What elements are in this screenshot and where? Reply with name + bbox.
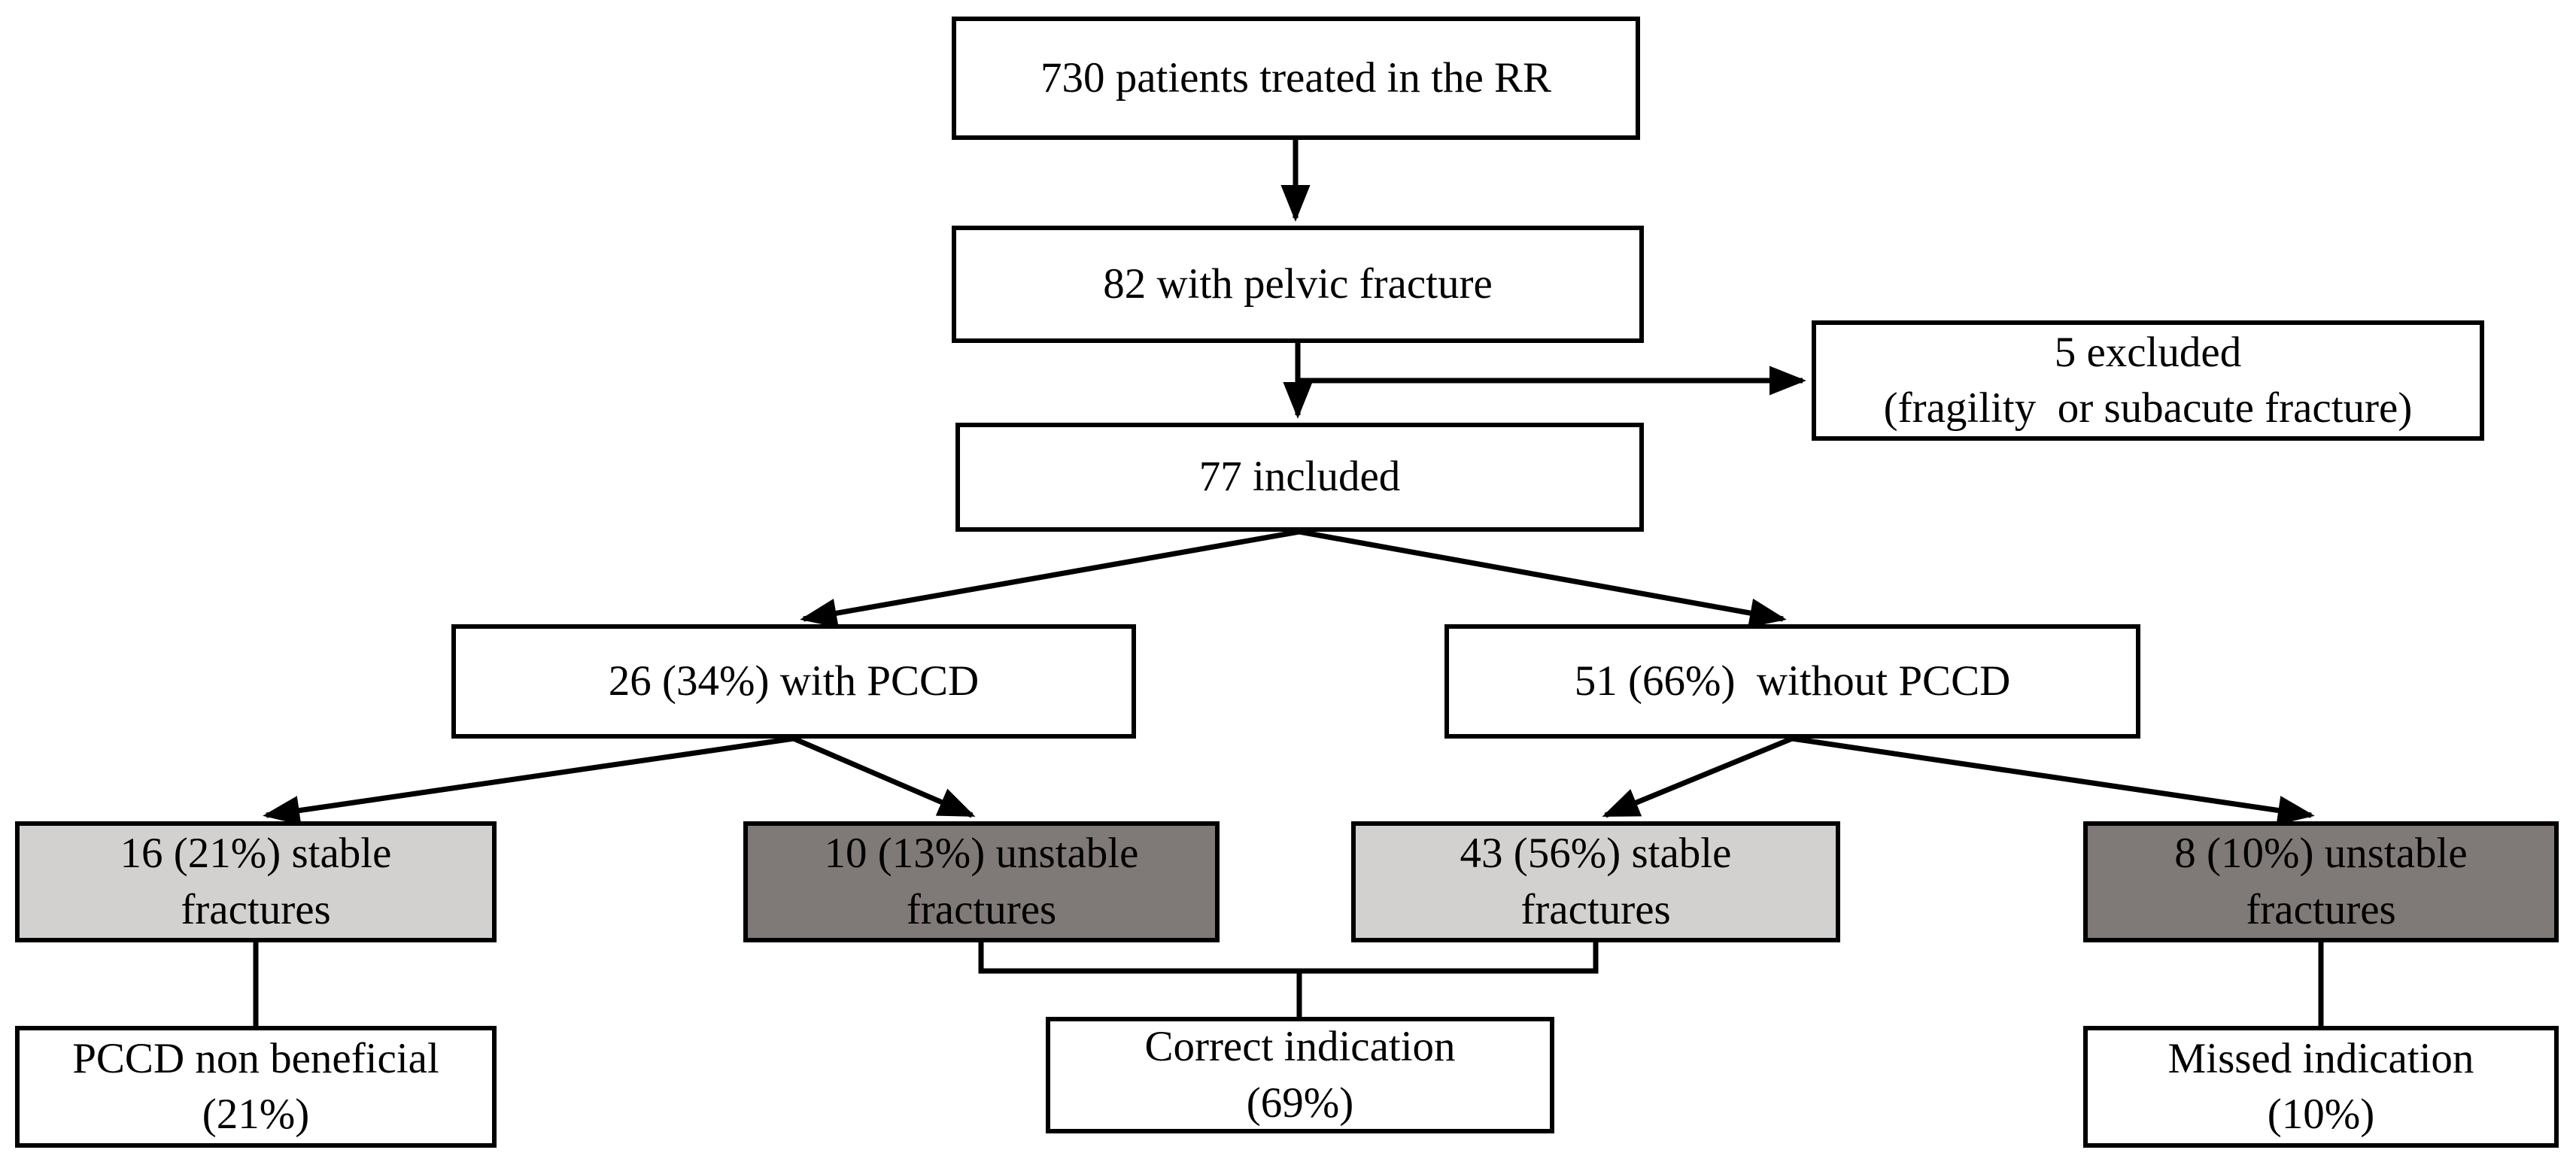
node-label: (21%) xyxy=(202,1091,310,1138)
node-26-with-pccd: 26 (34%) with PCCD xyxy=(451,624,1136,739)
node-51-without-pccd: 51 (66%) without PCCD xyxy=(1444,624,2140,739)
node-label: 77 included xyxy=(1198,453,1401,501)
node-label: 5 excluded xyxy=(2054,328,2242,376)
node-label: 82 with pelvic fracture xyxy=(1103,259,1493,308)
node-label: Missed indication xyxy=(2167,1034,2474,1082)
edge-withoutpccd-stable43 xyxy=(1602,736,1794,818)
node-pccd-non-beneficial: PCCD non beneficial (21%) xyxy=(15,1026,497,1148)
node-label: Correct indication xyxy=(1144,1023,1456,1071)
edge-withpccd-unstable10 xyxy=(792,736,976,818)
node-label: 16 (21%) stable xyxy=(120,830,392,878)
node-label: fractures xyxy=(2246,885,2396,933)
node-label: (fragility or subacute fracture) xyxy=(1883,384,2413,432)
node-5-excluded: 5 excluded (fragility or subacute fractu… xyxy=(1812,320,2484,441)
node-label: (10%) xyxy=(2267,1091,2375,1138)
node-16-stable-fractures: 16 (21%) stable fractures xyxy=(15,821,497,942)
node-label: 43 (56%) stable xyxy=(1460,830,1732,878)
edge-withpccd-stable16 xyxy=(263,736,794,826)
node-8-unstable-fractures: 8 (10%) unstable fractures xyxy=(2083,821,2559,942)
node-label: fractures xyxy=(181,885,331,933)
edge-bracket-correct xyxy=(978,942,1599,974)
node-correct-indication: Correct indication (69%) xyxy=(1046,1017,1554,1133)
node-label: 8 (10%) unstable xyxy=(2174,830,2468,878)
node-missed-indication: Missed indication (10%) xyxy=(2083,1026,2559,1148)
node-label: 51 (66%) without PCCD xyxy=(1574,657,2011,705)
node-77-included: 77 included xyxy=(955,423,1644,532)
edge-included-withpccd xyxy=(800,529,1300,628)
node-label: (69%) xyxy=(1246,1079,1354,1127)
node-label: 10 (13%) unstable xyxy=(824,830,1139,878)
node-label: fractures xyxy=(1520,885,1671,933)
edge-included-withoutpccd xyxy=(1299,529,1787,628)
node-43-stable-fractures: 43 (56%) stable fractures xyxy=(1351,821,1840,942)
node-label: fractures xyxy=(906,885,1057,933)
node-82-pelvic-fracture: 82 with pelvic fracture xyxy=(952,226,1644,343)
node-label: 730 patients treated in the RR xyxy=(1040,53,1552,102)
node-730-patients-rr: 730 patients treated in the RR xyxy=(952,17,1640,140)
node-label: 26 (34%) with PCCD xyxy=(608,657,980,705)
node-label: PCCD non beneficial xyxy=(72,1034,439,1082)
node-10-unstable-fractures: 10 (13%) unstable fractures xyxy=(743,821,1220,942)
edge-withoutpccd-unstable8 xyxy=(1791,736,2315,825)
